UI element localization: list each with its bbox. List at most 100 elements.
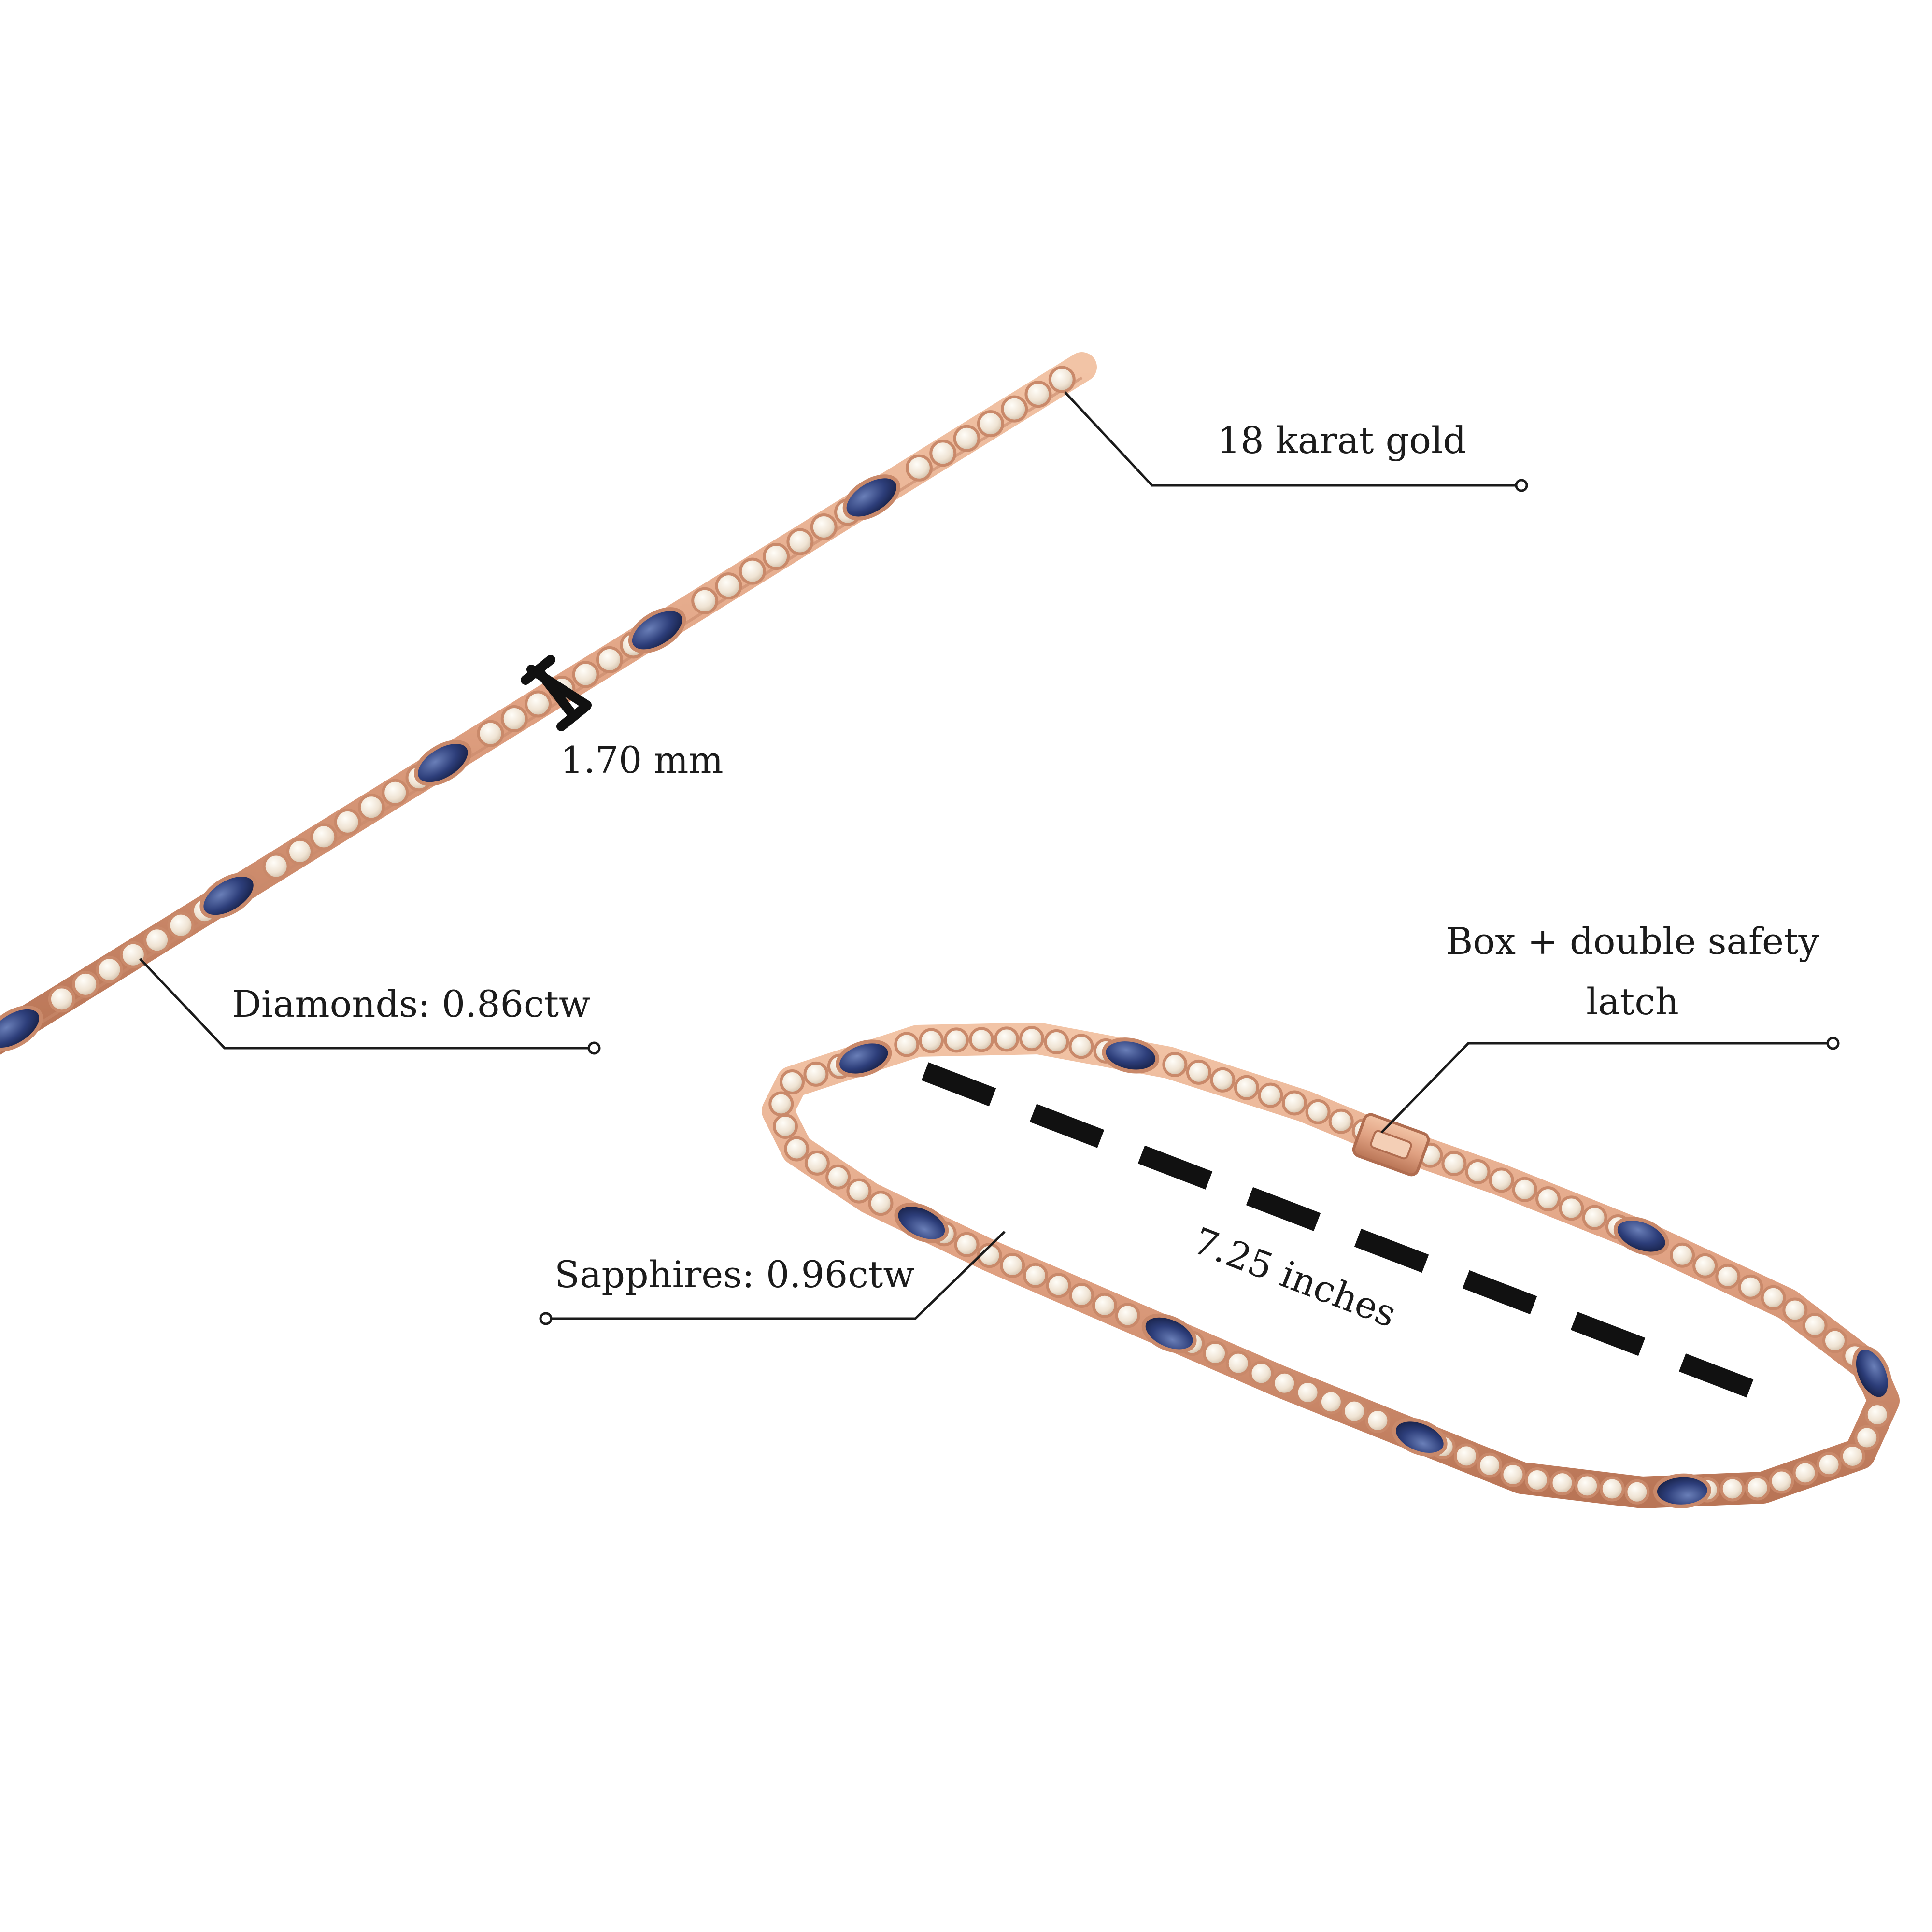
diamond-stone <box>977 410 1004 438</box>
diamond-stone <box>1046 1273 1071 1298</box>
diamond-stone <box>1582 1205 1607 1230</box>
diamond-stone <box>1342 1398 1367 1424</box>
diamond-stone <box>1840 1444 1865 1469</box>
diamond-stone <box>1854 1425 1880 1450</box>
diamond-stone <box>286 838 313 865</box>
diamond-stone <box>691 587 719 614</box>
sapphire-stone <box>1852 1346 1892 1401</box>
diamond-stone <box>954 1232 980 1257</box>
diamond-stone <box>48 985 75 1013</box>
diamond-stone <box>1816 1452 1842 1477</box>
diamond-stone <box>1210 1067 1236 1093</box>
diamond-stone <box>768 1091 794 1117</box>
diamond-stone <box>96 956 123 983</box>
diamond-stone <box>262 852 290 880</box>
diamond-stone <box>868 1191 894 1216</box>
diamond-stone <box>119 941 147 968</box>
diamond-stone <box>1001 395 1028 423</box>
diamond-stone <box>1225 1350 1251 1376</box>
diamonds-label: Diamonds: 0.86ctw <box>232 982 590 1025</box>
diamond-stone <box>1500 1462 1526 1487</box>
diamond-stone <box>477 720 504 747</box>
diamond-stone <box>969 1027 994 1052</box>
diamond-stone <box>1719 1476 1745 1502</box>
diamond-stone <box>1477 1452 1503 1478</box>
diamond-stone <box>334 808 361 836</box>
bracelet-closeup <box>0 352 1097 1055</box>
gold-band <box>762 1023 1900 1508</box>
sapphire-stone <box>199 872 257 919</box>
clasp-label-line2: latch <box>1586 980 1679 1023</box>
diamond-stone <box>1524 1467 1550 1492</box>
sapphire-stone <box>836 1039 892 1078</box>
diamond-stone <box>1281 1090 1307 1116</box>
diamond-stone <box>1186 1059 1211 1085</box>
diamond-stone <box>1024 381 1052 408</box>
diamond-stone <box>810 513 838 540</box>
diamond-stone <box>1738 1274 1763 1300</box>
diamond-stone <box>1305 1099 1331 1124</box>
diamond-stone <box>167 911 195 939</box>
sapphire-stone <box>1653 1473 1711 1508</box>
diamond-stone <box>894 1032 920 1057</box>
callout-clasp: Box + double safety latch <box>1380 920 1840 1134</box>
diamond-stone <box>1044 1029 1069 1054</box>
callout-diamonds: Diamonds: 0.86ctw <box>139 958 601 1055</box>
diamond-stone <box>1115 1303 1140 1328</box>
diamond-stone <box>1249 1361 1274 1386</box>
sapphire-stone <box>842 474 900 521</box>
diamond-stone <box>804 1150 830 1176</box>
diamond-stone <box>780 1069 805 1094</box>
diamond-stone <box>1864 1402 1890 1428</box>
diamond-stone <box>905 454 933 482</box>
diamond-stone <box>596 646 623 673</box>
diamond-stone <box>1092 1293 1118 1318</box>
leader-line <box>1064 391 1521 487</box>
diamond-stone <box>1549 1470 1575 1496</box>
diamond-stone <box>929 440 957 467</box>
diamond-stone <box>919 1028 944 1053</box>
diamond-stone <box>1203 1340 1228 1366</box>
width-indicator <box>521 655 592 731</box>
diamond-stone <box>739 557 766 585</box>
diamond-stone <box>1328 1108 1354 1134</box>
diamond-stone <box>382 779 409 806</box>
diamond-stone <box>500 705 528 733</box>
diamond-stone <box>1782 1297 1808 1323</box>
sapphire-stone <box>0 1005 43 1052</box>
callout-width: 1.70 mm <box>560 739 724 781</box>
sapphire-stone <box>1102 1037 1160 1074</box>
diamond-stone <box>803 1061 829 1087</box>
metal-label: 18 karat gold <box>1217 419 1466 462</box>
sapphire-stone <box>628 607 686 653</box>
diamond-stone <box>1272 1370 1297 1396</box>
diamond-stone <box>772 1113 798 1139</box>
diamond-stone <box>1822 1328 1847 1353</box>
diamond-stone <box>763 543 790 570</box>
bracelet-full <box>762 1023 1900 1508</box>
diamond-stone <box>944 1027 969 1053</box>
diamond-stone <box>1745 1475 1770 1501</box>
diamond-stone <box>825 1164 851 1190</box>
width-label: 1.70 mm <box>560 739 724 781</box>
diamond-stone <box>1441 1151 1467 1176</box>
diamond-stone <box>1318 1389 1344 1415</box>
diamond-stone <box>310 823 338 851</box>
diamond-stone <box>1769 1468 1794 1494</box>
diamond-stone <box>784 1136 810 1162</box>
length-indicator <box>921 1062 1767 1403</box>
diamond-stone <box>143 926 171 954</box>
diamond-stone <box>786 528 814 555</box>
diamond-stone <box>715 572 742 600</box>
diamond-stone <box>977 1243 1002 1268</box>
diamond-stone <box>1019 1026 1045 1051</box>
diamond-stone <box>1792 1460 1818 1486</box>
callout-metal: 18 karat gold <box>1064 391 1528 492</box>
diamond-stone <box>1559 1195 1584 1221</box>
diamond-stone <box>1453 1443 1479 1469</box>
sapphire-stone <box>1141 1313 1197 1353</box>
diamond-stone <box>1692 1253 1718 1279</box>
leader-dot <box>1515 479 1528 492</box>
diamond-stone <box>72 970 99 998</box>
sapphire-stone <box>1613 1217 1669 1256</box>
